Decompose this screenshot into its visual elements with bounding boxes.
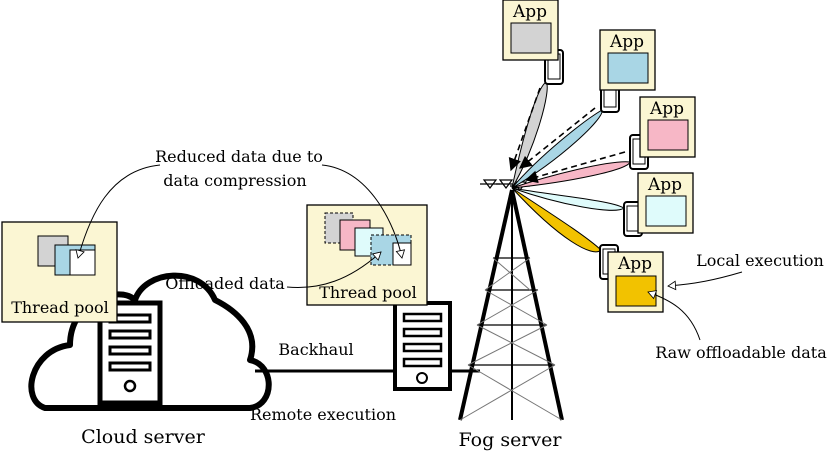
app-screen-4: [645, 195, 687, 227]
reduced-data-label-2: data compression: [163, 171, 306, 190]
device-pink: App: [629, 96, 696, 170]
app-label-3: App: [649, 99, 684, 119]
local-execution-arrow: [667, 271, 743, 291]
raw-offloadable-arrow: [647, 290, 701, 341]
device-blue: App: [599, 29, 656, 113]
app-screen-5: [615, 275, 657, 307]
reduced-arrow-cloud: [75, 164, 161, 259]
device-cyan: App: [623, 172, 694, 237]
cell-tower: [458, 179, 564, 421]
offloaded-data-label: Offloaded data: [165, 274, 285, 293]
cloud-server-rack: [97, 300, 163, 406]
app-label-5: App: [617, 254, 652, 274]
app-screen-2: [607, 52, 649, 84]
fog-server-rack: [393, 301, 452, 391]
remote-execution-label: Remote execution: [250, 405, 396, 424]
reduced-data-label-1: Reduced data due to: [155, 147, 323, 166]
uplink-arrows: [508, 87, 626, 184]
app-screen-3: [647, 119, 689, 151]
app-label-2: App: [609, 32, 644, 52]
cloud-server-label: Cloud server: [81, 426, 206, 448]
fog-server-label: Fog server: [459, 429, 563, 451]
cloud-thread-pool-label: Thread pool: [11, 298, 109, 317]
fog-thread-pool: Thread pool: [306, 204, 428, 306]
app-label-4: App: [647, 175, 682, 195]
app-screen-1: [510, 22, 552, 54]
backhaul-label: Backhaul: [278, 340, 353, 359]
raw-offloadable-label: Raw offloadable data: [655, 343, 827, 362]
reduced-arrow-fog: [321, 164, 406, 259]
offloaded-arrow: [286, 251, 382, 288]
fog-thread-pool-label: Thread pool: [319, 283, 417, 302]
cloud-thread-pool: Thread pool: [1, 221, 118, 323]
local-execution-label: Local execution: [696, 251, 824, 270]
device-gray: App: [502, 0, 564, 85]
device-yellow: App: [599, 244, 664, 313]
app-label-1: App: [512, 2, 547, 22]
